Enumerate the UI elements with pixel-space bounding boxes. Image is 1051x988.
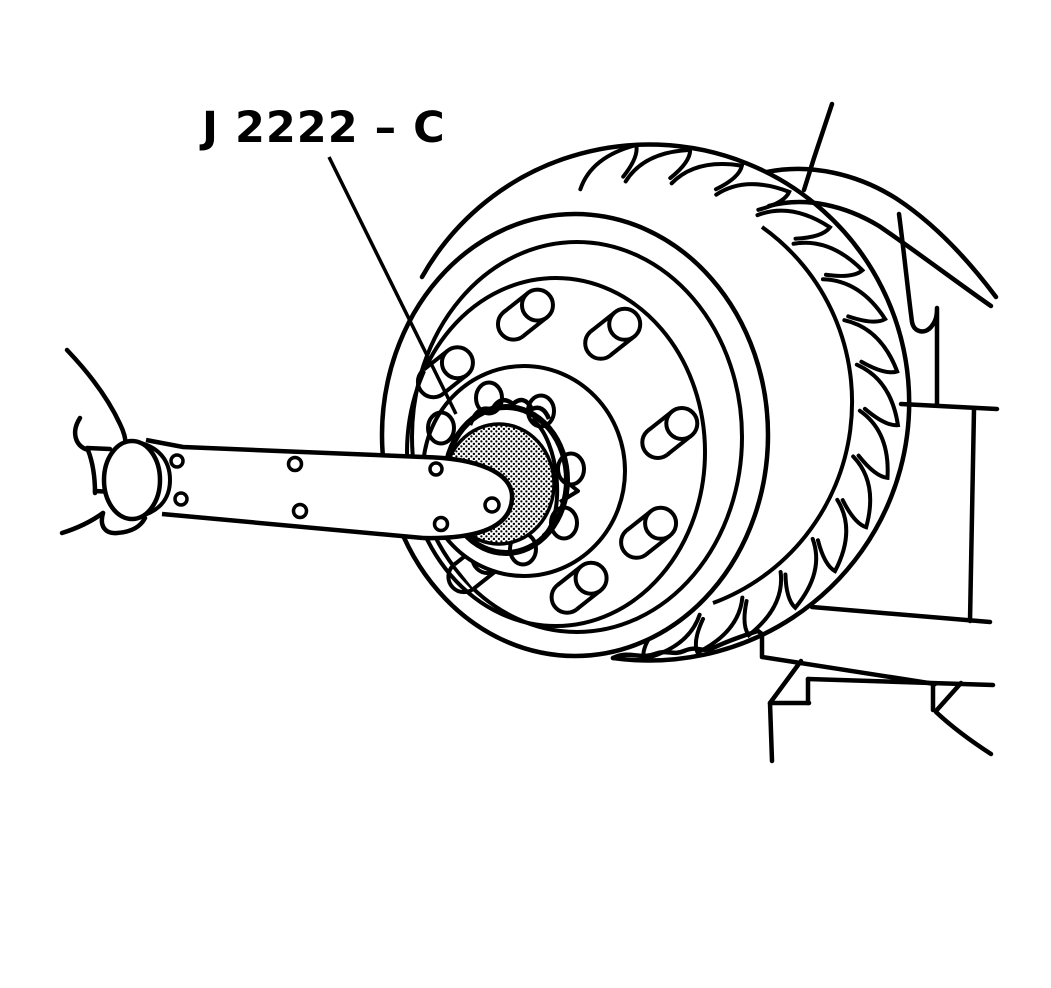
axle-seal bbox=[442, 397, 580, 556]
nose-holes bbox=[428, 461, 501, 533]
drum-rim-inner-edge bbox=[410, 240, 744, 634]
seal-installer-tool bbox=[101, 437, 515, 541]
tool-shaft bbox=[171, 447, 423, 538]
drum-cooling-fins bbox=[578, 142, 901, 662]
shaft-holes bbox=[169, 453, 309, 520]
drum-band-edge bbox=[712, 225, 855, 605]
hand bbox=[59, 347, 148, 536]
stud-flange-edge bbox=[405, 276, 707, 628]
leader-line bbox=[327, 156, 458, 415]
frame-and-spring-lines bbox=[759, 101, 1000, 764]
handle-disc bbox=[101, 438, 163, 522]
tool-label: J 2222 – C bbox=[202, 103, 446, 153]
